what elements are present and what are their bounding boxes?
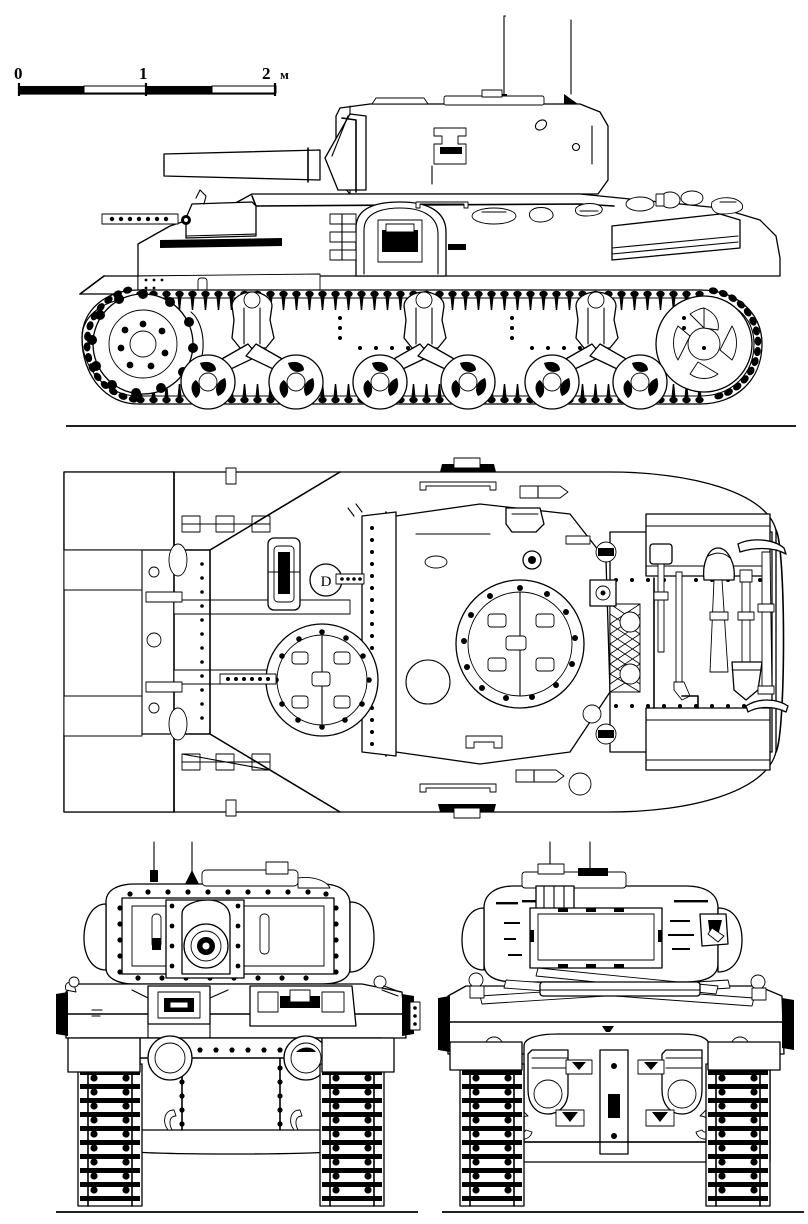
towing-pintle — [599, 1049, 629, 1155]
sledgehammer-icon — [649, 543, 673, 653]
track-left-front — [67, 1037, 143, 1207]
axe-icon — [702, 547, 735, 673]
drive-sprocket — [87, 289, 204, 398]
scale-tick-label-2: 2 — [262, 64, 271, 83]
fuel-cap — [589, 579, 617, 607]
turret-rivets — [117, 889, 339, 981]
hatch-hinges — [329, 213, 357, 261]
deck-fittings — [415, 201, 603, 225]
bow-machine-gun — [101, 213, 179, 225]
pioneer-tools — [649, 539, 789, 713]
scale-bar: 0 1 2 м — [10, 62, 310, 106]
track-right-front — [319, 1037, 395, 1207]
hatch-ring-bolts — [461, 585, 578, 701]
idler-spokes — [673, 307, 737, 379]
sponson-hatch — [329, 201, 466, 277]
tow-bars — [468, 967, 767, 1007]
driver-hatch — [267, 537, 301, 611]
hull-upper — [79, 189, 781, 299]
hull-front — [56, 975, 421, 1039]
antenna-icon — [185, 841, 199, 884]
track-links — [708, 1070, 768, 1201]
suspension-mounts-plan — [181, 467, 271, 817]
turret-bustle-panel — [529, 907, 663, 969]
rear-elevation-view — [418, 841, 808, 1224]
track-links — [80, 1070, 140, 1201]
towing-shackle — [164, 1109, 303, 1131]
turret-rear — [461, 863, 743, 983]
marking-letter: D — [321, 574, 332, 590]
glacis-plan — [200, 549, 211, 735]
headlight-guard — [65, 975, 401, 997]
front-deck-strip — [419, 457, 497, 819]
scale-tick-label-0: 0 — [14, 64, 23, 83]
final-drive-housing — [79, 1035, 383, 1155]
track-links — [462, 1070, 522, 1201]
vision-slit — [151, 913, 270, 955]
plan-top-view: D — [50, 452, 800, 832]
turret-hatch-large — [455, 579, 585, 709]
suspension-bogie — [180, 291, 668, 410]
turret-side-bracket — [431, 127, 467, 185]
turret-plan — [335, 503, 611, 765]
scale-tick-label-1: 1 — [139, 64, 148, 83]
side-elevation-view — [20, 8, 800, 438]
front-elevation-view — [22, 841, 422, 1224]
turret-front — [83, 861, 375, 985]
track-left-rear — [449, 1041, 525, 1207]
pick-mattock-icon — [737, 539, 789, 713]
idler-wheel — [655, 295, 753, 393]
hull-rivets — [144, 278, 164, 290]
cast-texture-marks — [496, 900, 708, 956]
bow-mg-mount-front — [249, 985, 357, 1027]
turret — [163, 89, 609, 195]
gun-mantlet — [165, 899, 245, 979]
pistol-port — [699, 913, 729, 947]
driver-hood-front — [131, 985, 229, 1039]
track-right-rear — [705, 1041, 781, 1207]
hatch-ring-bolts — [273, 629, 372, 730]
exhaust-pipe — [527, 1049, 703, 1115]
rear-bracket — [555, 1059, 675, 1127]
hatch-periscopes — [487, 613, 555, 672]
co-driver-hatch — [219, 623, 379, 737]
antenna-icon — [150, 841, 158, 882]
rear-stowage-box — [611, 213, 741, 261]
ventilator — [568, 541, 641, 796]
hatch-periscopes — [291, 651, 351, 709]
track-guard — [63, 471, 175, 813]
antenna-icon — [564, 19, 578, 104]
shovel-icon — [731, 569, 763, 701]
driver-hood — [160, 189, 282, 248]
rear-stowage-bundles — [625, 190, 744, 215]
rear-plate — [461, 1033, 771, 1163]
main-gun-barrel — [163, 147, 321, 183]
crowbar-icon — [673, 571, 699, 709]
scale-unit-label: м — [280, 67, 289, 82]
deck-stowed-shells — [515, 485, 591, 783]
sprocket-teeth — [87, 289, 198, 398]
sprocket-bolts — [117, 320, 169, 370]
hull-lower-rivets — [338, 316, 706, 350]
